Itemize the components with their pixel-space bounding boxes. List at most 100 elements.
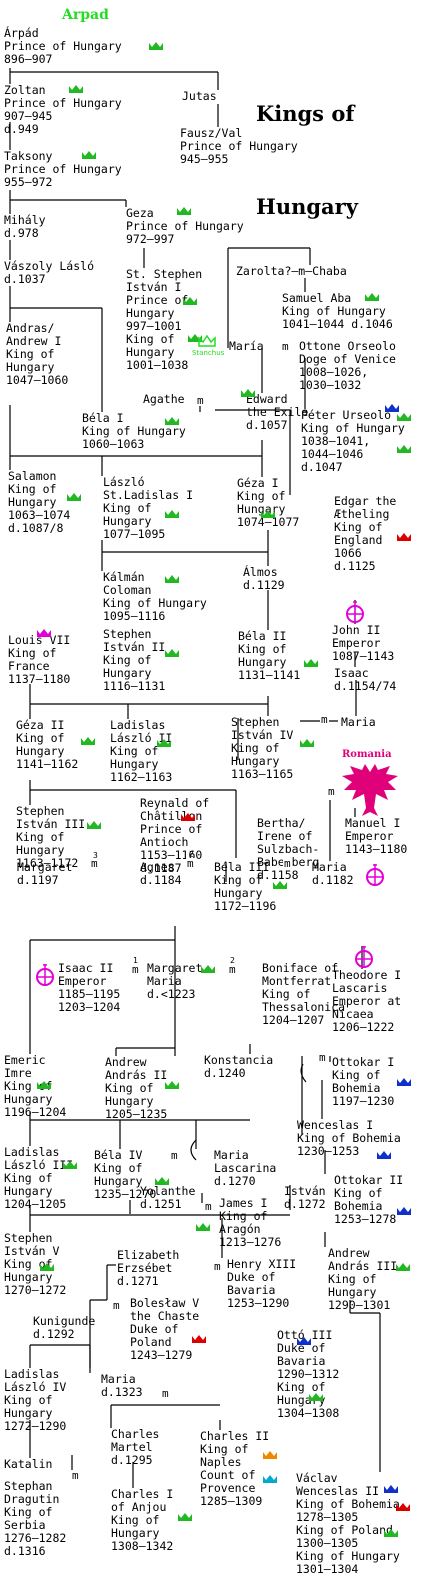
hungary-crown-icon (397, 413, 411, 421)
person-text-line: 1008–1026, (299, 365, 369, 379)
person-text-line: Béla III (214, 860, 270, 874)
person-text-line: 1308–1342 (111, 1539, 174, 1553)
person-text-line: István I (126, 280, 182, 294)
person-text-line: Václav (296, 1471, 338, 1485)
person-text-line: Ottokar II (334, 1173, 404, 1187)
person-text-line: Bavaria (227, 1283, 276, 1297)
person-zarolta: Zarolta?–m–Chaba (236, 265, 347, 278)
person-text-line: Charles (111, 1427, 160, 1441)
hungary-crown-icon (165, 417, 179, 425)
person-text-line: King of (126, 332, 175, 346)
person-text-line: Géza I (237, 476, 279, 490)
hungary-crown-icon (183, 297, 197, 305)
person-text-line: d.1323 (101, 1385, 143, 1399)
person-text-line: Andrew (328, 1246, 370, 1260)
person-text-line: England (334, 533, 383, 547)
person-text-line: 1041–1044 d.1046 (282, 317, 393, 331)
person-text-line: King of (214, 873, 263, 887)
person-text-line: 1001–1038 (126, 358, 189, 372)
person-text-line: St. Stephen (126, 267, 203, 281)
person-text-line: Naples (200, 1455, 242, 1469)
red-crown-icon (397, 533, 411, 541)
person-text-line: Edward (246, 392, 288, 406)
person-text-line: Stephen (4, 1231, 53, 1245)
person-text-line: King of (334, 1186, 383, 1200)
person-text-line: Maria (101, 1372, 136, 1386)
person-text-line: Ladislas (4, 1367, 60, 1381)
seal-crown-icon (198, 334, 216, 347)
person-text-line: King of (332, 1068, 381, 1082)
person-text-line: 1137–1180 (8, 672, 71, 686)
person-text-line: King of (4, 1171, 53, 1185)
imperial-crown-icon (36, 964, 54, 986)
person-text-line: John II (332, 623, 381, 637)
marriage-order-number: 1 (133, 956, 138, 965)
person-text-line: Bohemia (332, 1081, 381, 1095)
person-agathe: Agathe (143, 393, 185, 406)
person-text-line: Boniface of (262, 961, 339, 975)
person-text-line: 1066 (334, 546, 362, 560)
person-text-line: Ottó III (277, 1328, 333, 1342)
blue-crown-icon (397, 1207, 411, 1215)
person-text-line: 1047–1060 (6, 373, 69, 387)
person-text-line: Charles I (111, 1487, 174, 1501)
person-text-line: the Chaste (130, 1309, 200, 1323)
person-text-line: 1197–1230 (332, 1094, 395, 1108)
person-text-line: Prince of Hungary (180, 139, 298, 153)
person-text-line: King of (4, 1393, 53, 1407)
marriage-marker: m (281, 340, 290, 353)
person-text-line: Poland (130, 1335, 172, 1349)
marriage-marker: m (90, 857, 99, 870)
red-crown-icon (181, 813, 195, 821)
person-text-line: Montferrat (262, 974, 332, 988)
marriage-marker: m (71, 1469, 80, 1482)
person-text-line: Hungary (231, 754, 280, 768)
person-text-line: Maria (147, 974, 182, 988)
person-maria-isaac: Maria (341, 716, 376, 729)
person-text-line: d.949 (4, 122, 39, 136)
person-text-line: 1235–1270 (94, 1187, 157, 1201)
person-text-line: King of (6, 347, 55, 361)
person-text-line: Bertha/ (257, 816, 306, 830)
person-text-line: László II (110, 731, 173, 745)
person-text-line: Count of (200, 1468, 256, 1482)
person-text-line: d.1187 (140, 861, 182, 875)
person-text-line: László (103, 475, 145, 489)
imperial-crown-icon (37, 629, 51, 637)
person-text-line: Hungary (4, 1406, 53, 1420)
marriage-marker: m (112, 1299, 121, 1312)
person-text-line: Charles II (200, 1429, 270, 1443)
person-text-line: Hungary (4, 1270, 53, 1284)
person-text-line: István (284, 1184, 326, 1198)
person-katalin: Katalin (4, 1458, 52, 1471)
connector-loop (190, 1063, 307, 1161)
hungary-crown-icon (82, 151, 96, 159)
hungary-crown-icon (165, 649, 179, 657)
person-text-line: István II (103, 640, 166, 654)
person-text-line: Béla IV (94, 1148, 143, 1162)
person-text-line: Maria (312, 860, 347, 874)
person-text-line: Stephen (103, 627, 152, 641)
person-text-line: King of (238, 642, 287, 656)
person-maria-sister: María (229, 340, 264, 353)
